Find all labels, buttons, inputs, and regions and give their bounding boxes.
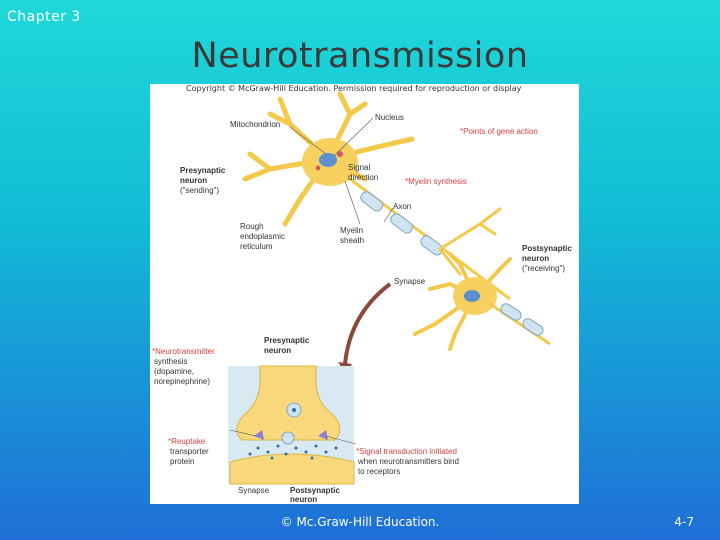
label-nt-synthesis: *Neurotransmitter bbox=[152, 347, 215, 356]
neuron-figure: Copyright © McGraw-Hill Education. Permi… bbox=[150, 84, 579, 504]
label-axon: Axon bbox=[393, 202, 412, 211]
reuptake-transporter bbox=[254, 430, 264, 440]
label-reuptake: *Reuptake bbox=[168, 437, 206, 446]
presynaptic-terminal bbox=[236, 365, 341, 441]
label-postsynaptic-bottom: Postsynaptic bbox=[290, 486, 340, 495]
slide-title: Neurotransmission bbox=[191, 36, 529, 76]
figure-copyright: Copyright © McGraw-Hill Education. Permi… bbox=[186, 84, 522, 93]
label-myelin-synthesis: *Myelin synthesis bbox=[405, 177, 467, 186]
label-synapse: Synapse bbox=[394, 277, 426, 286]
chapter-label: Chapter 3 bbox=[7, 9, 81, 25]
label-synapse-bottom: Synapse bbox=[238, 486, 270, 495]
footer-copyright: © Mc.Graw-Hill Education. bbox=[280, 515, 440, 529]
label-presynaptic: Presynaptic bbox=[180, 166, 226, 175]
mitochondrion-dot bbox=[337, 151, 343, 157]
label-signal-direction: Signal bbox=[348, 163, 371, 172]
label-myelin-sheath: Myelin bbox=[340, 226, 364, 235]
zoom-arrow bbox=[343, 282, 392, 365]
receptor bbox=[318, 430, 328, 440]
label-points-gene: *Points of gene action bbox=[460, 127, 538, 136]
label-rough-er: Rough bbox=[240, 222, 264, 231]
page-number: 4-7 bbox=[674, 515, 694, 529]
presynaptic-nucleus bbox=[319, 153, 337, 167]
label-presynaptic-inset: Presynaptic bbox=[264, 336, 310, 345]
label-mitochondrion: Mitochondrion bbox=[230, 120, 281, 129]
neuron-illustration bbox=[228, 91, 551, 485]
postsynaptic-axon bbox=[489, 302, 551, 346]
label-postsynaptic: Postsynaptic bbox=[522, 244, 572, 253]
label-nucleus: Nucleus bbox=[375, 113, 404, 122]
neurotransmitters bbox=[248, 444, 338, 460]
label-signal-transduction: *Signal transduction initiated bbox=[356, 447, 457, 456]
postsynaptic-nucleus bbox=[464, 290, 480, 302]
postsynaptic-membrane bbox=[229, 453, 355, 485]
